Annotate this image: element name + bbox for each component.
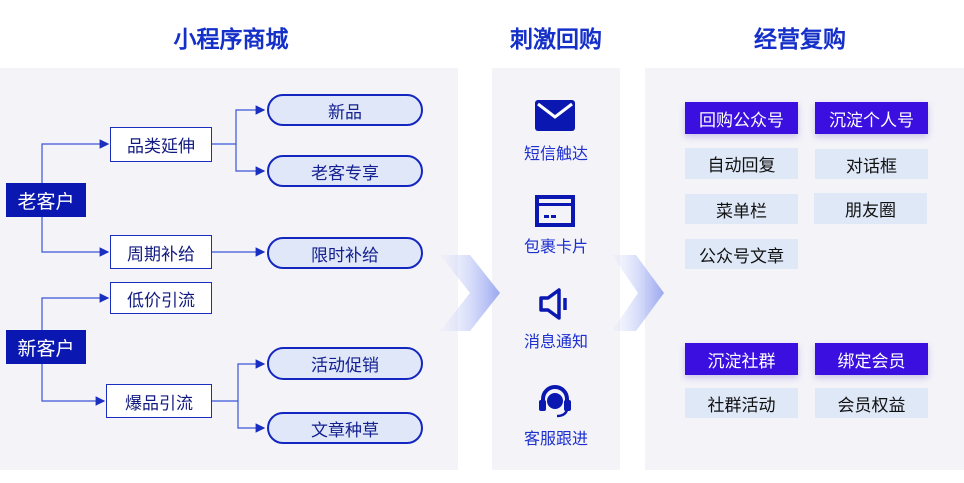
mail-icon: [535, 100, 575, 131]
middle-label-notify: 消息通知: [523, 332, 588, 351]
community-header: 沉淀社群: [685, 343, 798, 375]
middle-label-service: 客服跟进: [523, 429, 588, 448]
cell-moments: 朋友圈: [814, 193, 927, 224]
new-product-pill: 新品: [267, 94, 423, 126]
membership-header: 绑定会员: [815, 343, 928, 375]
periodic-supply-box: 周期补给: [110, 235, 212, 269]
official-account-header: 回购公众号: [685, 102, 798, 134]
title-stimulate: 刺激回购: [510, 27, 602, 53]
chevron-arrow-1: [440, 255, 500, 331]
left-panel: [0, 68, 458, 470]
cell-community-activity: 社群活动: [685, 388, 798, 418]
speaker-icon: [539, 288, 567, 320]
card-icon: [535, 195, 575, 227]
cell-auto-reply: 自动回复: [685, 148, 798, 179]
cell-dialog: 对话框: [815, 149, 928, 179]
article-seeding-pill: 文章种草: [267, 412, 423, 444]
personal-account-header: 沉淀个人号: [815, 102, 928, 134]
chevron-arrow-2: [612, 255, 664, 331]
category-extension-box: 品类延伸: [110, 127, 212, 162]
cell-member-benefits: 会员权益: [815, 388, 928, 418]
new-customer-box: 新客户: [6, 330, 86, 364]
title-operate: 经营复购: [754, 27, 846, 53]
title-mini-program: 小程序商城: [173, 27, 289, 53]
promotion-pill: 活动促销: [267, 347, 423, 380]
middle-label-sms: 短信触达: [523, 144, 588, 163]
cell-menu-bar: 菜单栏: [685, 194, 798, 224]
old-customer-box: 老客户: [6, 183, 86, 217]
middle-label-card: 包裹卡片: [523, 237, 588, 256]
hot-item-traffic-box: 爆品引流: [106, 384, 212, 418]
limited-supply-pill: 限时补给: [267, 237, 423, 269]
cell-account-article: 公众号文章: [685, 239, 798, 269]
low-price-traffic-box: 低价引流: [110, 282, 212, 314]
headset-icon: [539, 385, 571, 418]
old-customer-exclusive-pill: 老客专享: [267, 155, 423, 187]
